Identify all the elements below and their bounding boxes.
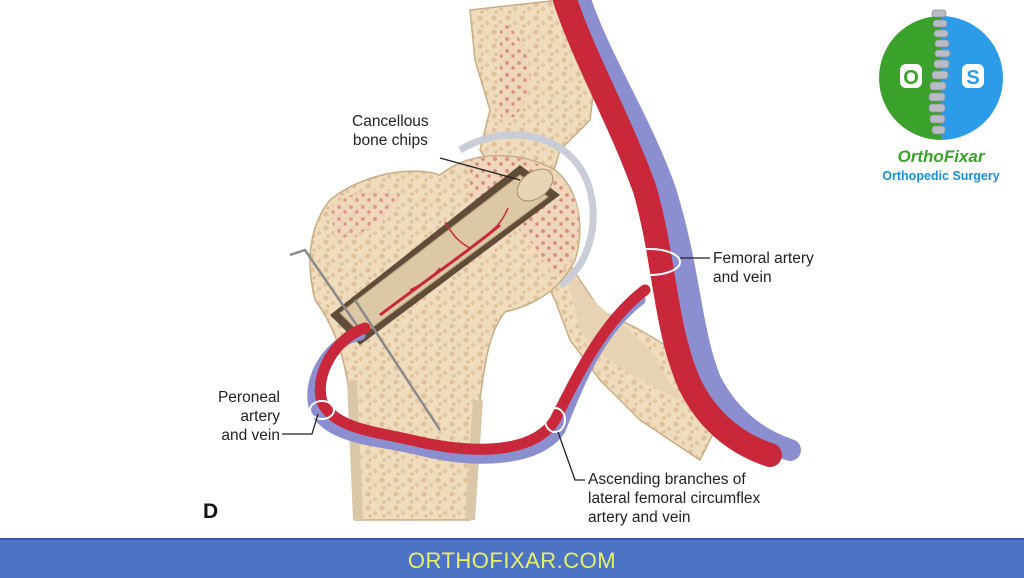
label-cancellous-bone-chips: Cancellous bone chips [352,112,429,150]
label-cancellous-line1: Cancellous [352,113,429,130]
fixation-wires [289,248,442,431]
label-ascending-line3: artery and vein [588,509,691,526]
label-cancellous-line2: bone chips [352,132,428,149]
label-ascending-branches: Ascending branches of lateral femoral ci… [588,470,760,527]
logo-letter-o: O [903,67,919,89]
circumflex-vessel-marker [544,407,566,433]
footer-bar [0,538,1024,578]
circumflex-artery [314,284,651,455]
label-femoral-artery-vein: Femoral artery and vein [713,249,814,287]
femoral-artery [553,0,782,467]
orthofixar-logo: O S [879,9,1003,140]
label-ascending-line1: Ascending branches of [588,471,746,488]
femoral-vessel-marker [619,248,681,276]
footer-website[interactable]: ORTHOFIXAR.COM [407,548,617,573]
leader-lines [282,157,710,481]
label-peroneal-line1: Peroneal [217,389,280,406]
label-peroneal-line2: artery [240,408,280,425]
fibular-graft [330,165,560,345]
spine-icon [928,9,951,135]
label-femoral-line2: and vein [713,269,772,286]
logo-tagline: Orthopedic Surgery [882,169,1000,183]
label-femoral-line1: Femoral artery [713,250,814,267]
label-peroneal-artery-vein: Peroneal artery and vein [200,388,280,445]
panel-letter: D [203,500,219,523]
logo-letter-s: S [966,67,979,89]
acetabular-cartilage [458,131,597,288]
label-ascending-line2: lateral femoral circumflex [588,490,761,507]
peroneal-vessel-marker [309,400,335,420]
logo-brand-name: OrthoFixar [897,147,985,166]
femoral-vein [569,0,801,461]
label-peroneal-line3: and vein [221,427,280,444]
